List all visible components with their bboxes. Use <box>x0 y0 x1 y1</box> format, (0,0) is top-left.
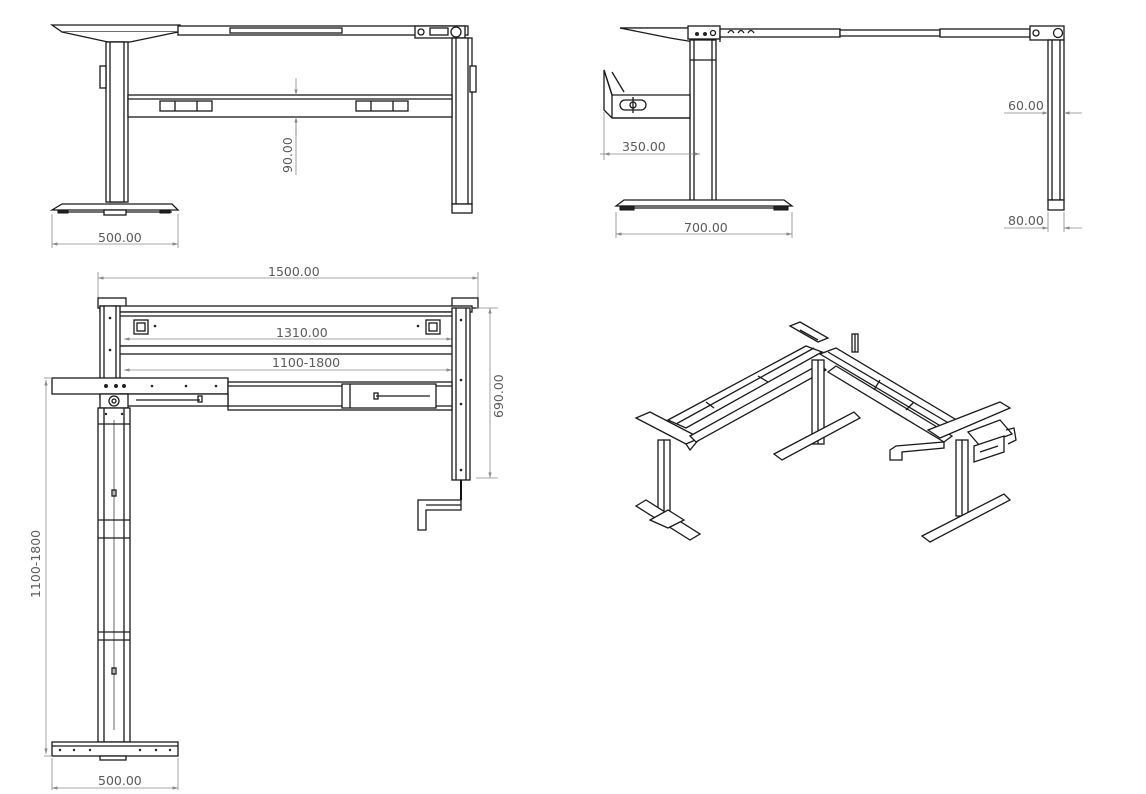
left-leg-plate <box>99 65 107 89</box>
dim-extend-range-h: 1100-1800 <box>272 355 340 370</box>
side-top-rail-mid <box>839 29 941 37</box>
side-right-leg <box>1047 39 1065 201</box>
top-view: 1500.00 1310.00 1100-1800 <box>28 264 506 790</box>
dim-leg-top: 60.00 <box>1008 98 1044 113</box>
iso-right-foot <box>920 493 1012 543</box>
iso-crank-box <box>966 419 1014 447</box>
left-extension-plate <box>51 377 229 395</box>
back-beam-lower <box>117 345 455 355</box>
dim-extend-range-v: 1100-1800 <box>28 530 43 598</box>
side-top-rail-right <box>939 28 1031 38</box>
side-right-leg-cap <box>1047 199 1065 211</box>
left-leg-inner <box>109 41 125 203</box>
dim-crank-offset: 350.00 <box>622 139 666 154</box>
dim-leg-bottom: 80.00 <box>1008 213 1044 228</box>
isometric-view <box>634 321 1017 543</box>
right-leg-foot-cap <box>451 203 473 214</box>
iso-left-rail-lower <box>688 363 828 443</box>
beam-slot-left <box>159 100 213 112</box>
left-foot <box>49 203 180 211</box>
bracket-bolt <box>417 28 425 36</box>
dim-top-foot-width: 500.00 <box>98 773 142 788</box>
dim-inner-width: 1310.00 <box>276 325 328 340</box>
side-foot <box>614 199 794 207</box>
right-leg-inner <box>455 37 469 205</box>
front-view: 90.00 500.00 <box>49 24 477 248</box>
dim-foot-depth: 700.00 <box>684 220 728 235</box>
left-top-bracket <box>49 24 181 33</box>
iso-back-bracket <box>788 321 830 343</box>
back-rail <box>99 305 473 313</box>
side-view: 350.00 60.00 80.00 700.00 <box>600 25 1082 238</box>
crank-housing <box>603 69 691 119</box>
iso-right-rail-lower <box>826 365 954 443</box>
iso-center-foot <box>772 411 862 461</box>
dim-depth: 690.00 <box>491 374 506 418</box>
dim-height-gap: 90.00 <box>280 137 295 173</box>
bracket-pivot <box>450 26 462 38</box>
bracket-slot <box>429 27 449 36</box>
back-beam-port-right <box>425 319 441 335</box>
beam-slot-right <box>355 100 409 112</box>
left-bracket-underside <box>61 31 179 43</box>
top-rail-inner <box>229 27 343 34</box>
side-main-leg-inner <box>693 39 713 206</box>
bottom-foot <box>51 741 179 757</box>
right-leg-plate <box>469 65 477 93</box>
crank-handle <box>417 499 462 531</box>
right-vertical-rail <box>451 307 471 481</box>
side-top-bracket <box>619 27 695 43</box>
back-beam-port-left <box>133 319 149 335</box>
dim-front-foot-width: 500.00 <box>98 230 142 245</box>
iso-hand-crank <box>889 441 945 461</box>
dim-total-width: 1500.00 <box>268 264 320 279</box>
iso-right-bracket <box>926 401 1012 439</box>
